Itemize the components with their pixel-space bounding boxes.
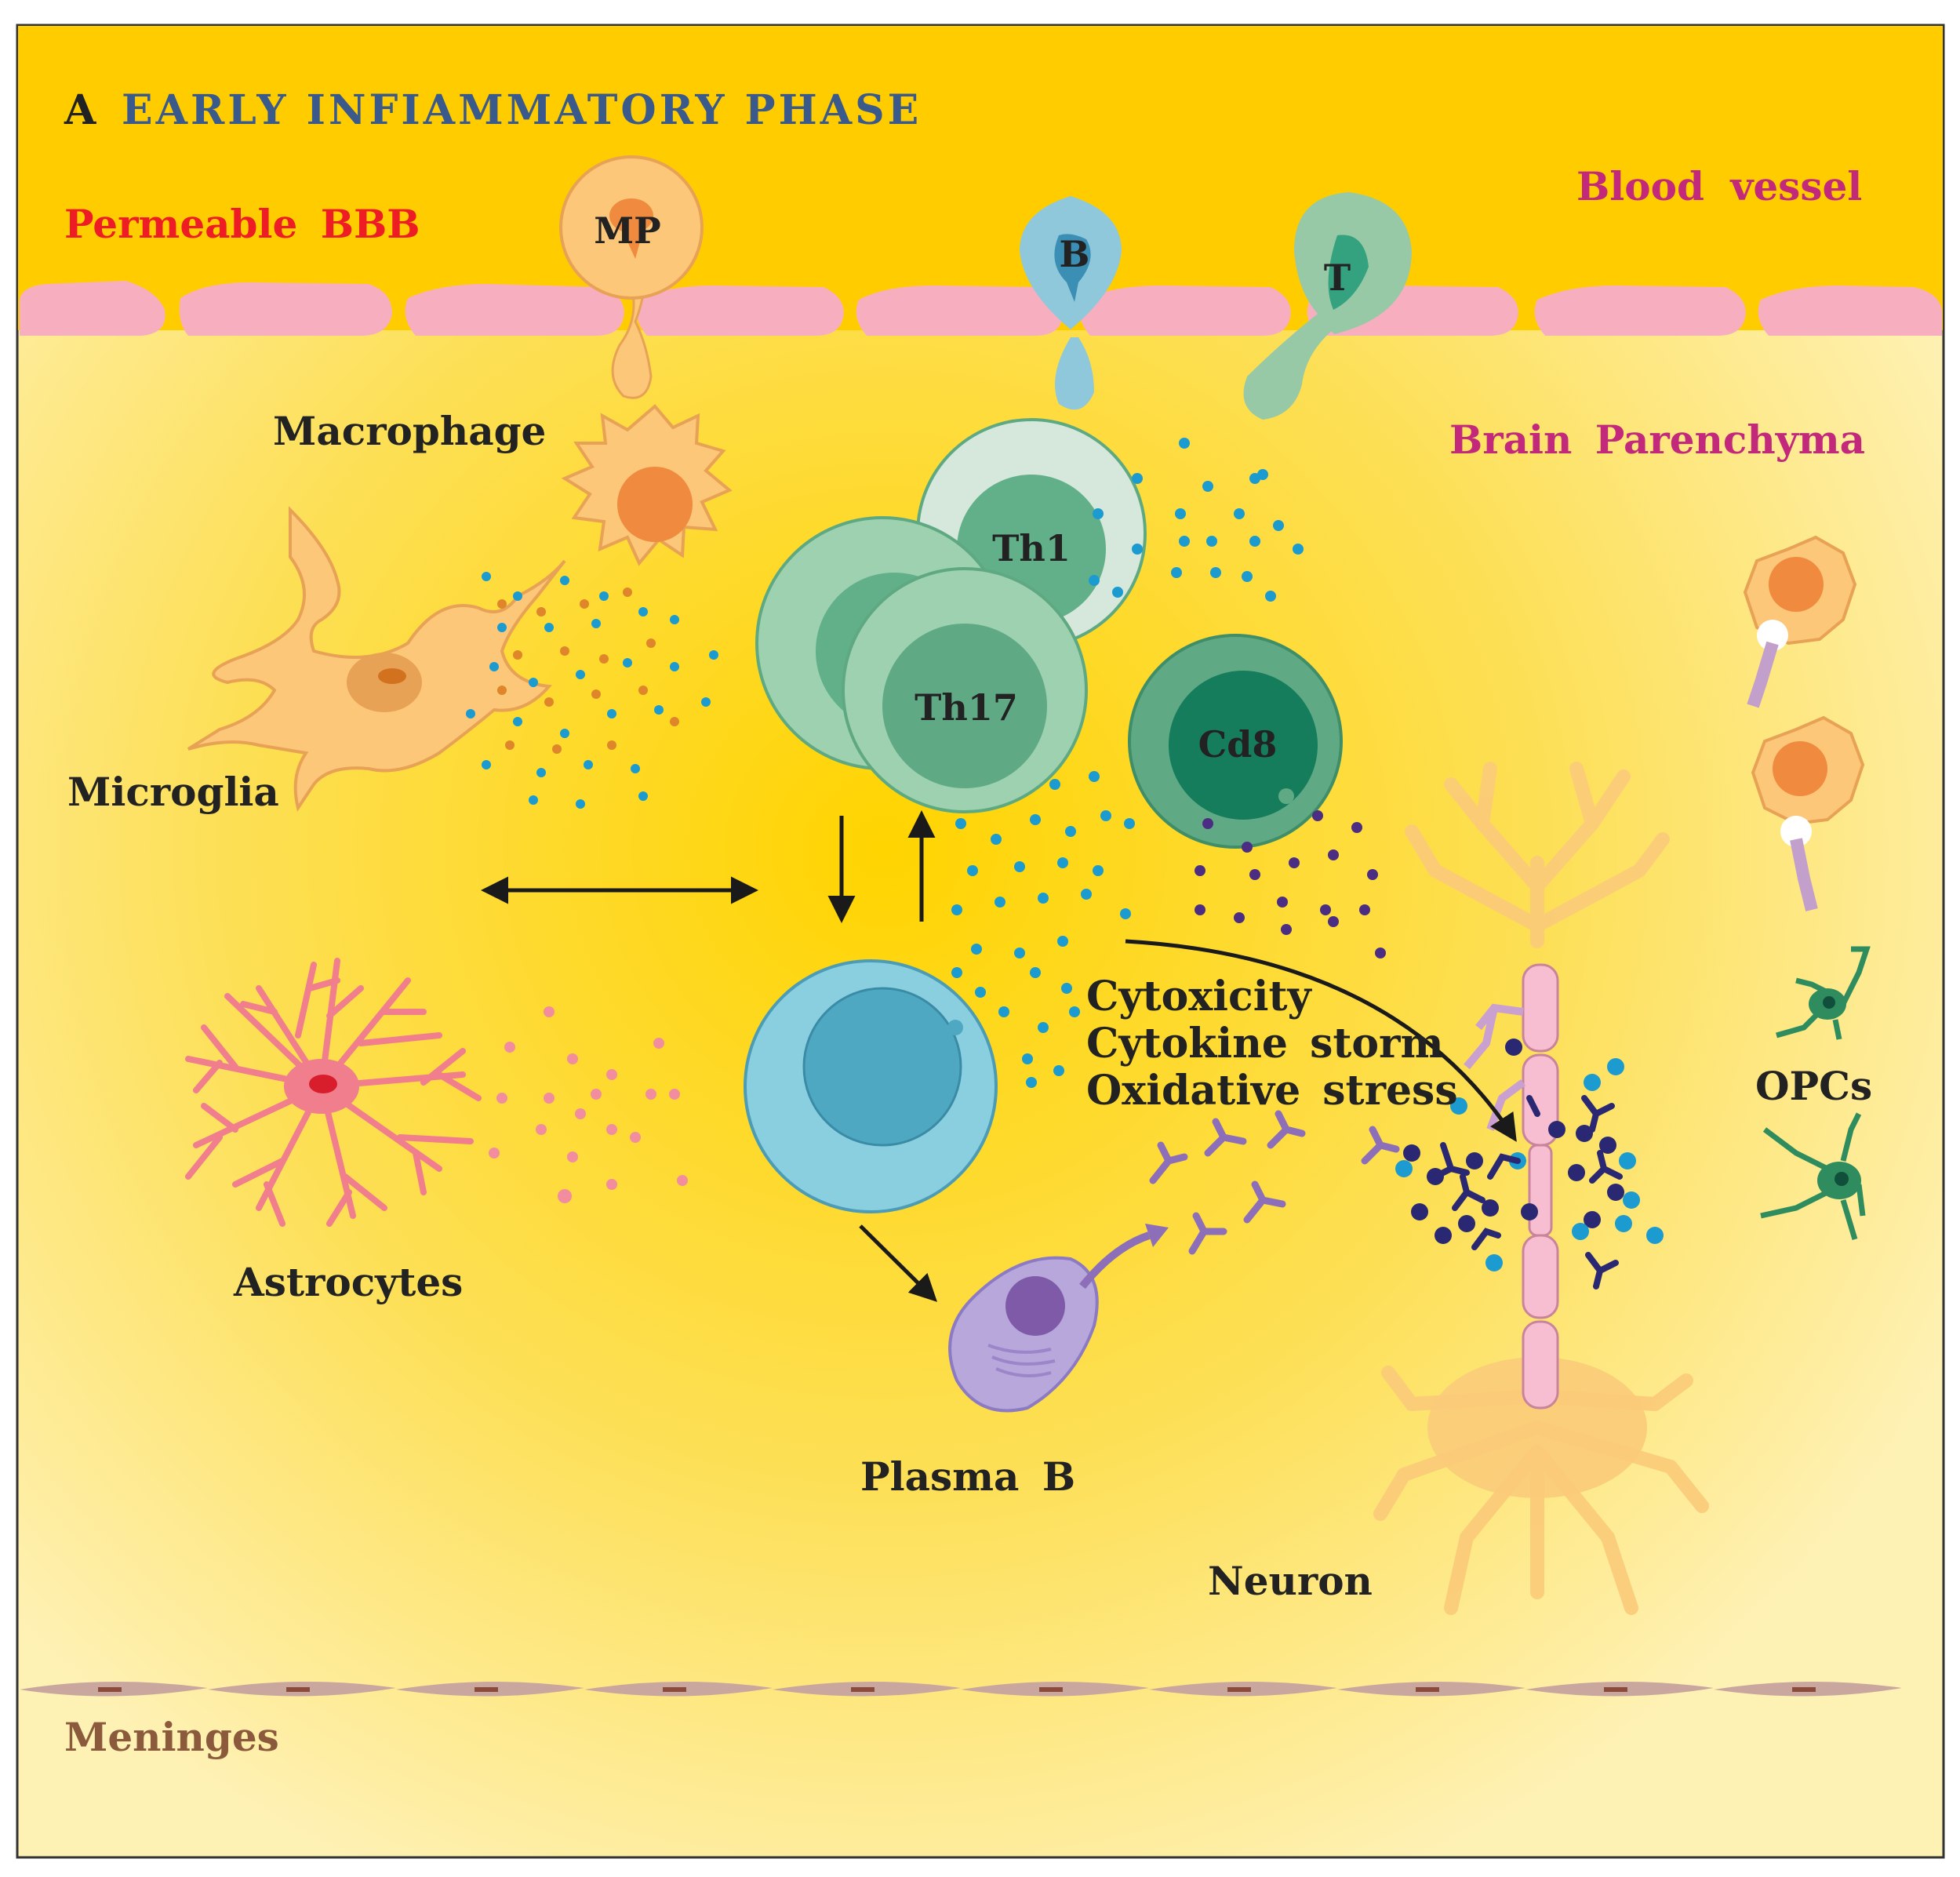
b-cell [744,959,998,1213]
mp-label: MP [594,209,661,252]
effect-cytotoxicity: Cytoxicity [1086,973,1312,1020]
cytokines-astrocyte [489,1006,688,1203]
astrocyte-nucleus [309,1075,337,1093]
permeable-bbb-label: Permeable BBB [64,201,420,247]
b-cell-migrating: B [1020,196,1122,410]
astrocytes-label: Astrocytes [233,1259,463,1305]
plasma-b-label: Plasma B [860,1453,1075,1500]
opcs-label: OPCs [1755,1063,1872,1109]
cd8-cell: Cd8 [1128,634,1343,849]
cd8-label: Cd8 [1198,723,1278,766]
panel-title: EARLY INFIAMMATORY PHASE [122,86,922,134]
panel-letter: A [64,86,96,134]
blood-vessel-label: Blood vessel [1576,163,1862,209]
blood-vessel-region [18,26,1943,330]
cytotoxicity-to-axon-arrow [1125,939,1517,1142]
microglia-cell [187,506,566,812]
cytokines-cd8 [1195,810,1386,959]
interaction-arrows [481,810,1517,1302]
t-cell-migrating: T [1243,192,1412,420]
myelinated-axon [1522,963,1559,1410]
astrocyte-cell [185,958,482,1227]
plasma-b-cell [948,1224,1169,1413]
neuron-label: Neuron [1208,1558,1373,1604]
meninges-layer [20,1681,1902,1697]
b-label: B [1060,233,1090,275]
cytokines-th [1089,438,1304,602]
meninges-label: Meninges [64,1714,279,1760]
effect-oxidative-stress: Oxidative stress [1086,1067,1458,1115]
cytokines-microglia [466,572,718,809]
opc-cells [1743,535,1871,1241]
th1-label: Th1 [992,527,1071,569]
neuron-soma [1427,1357,1647,1498]
microglia-label: Microglia [67,769,279,815]
cytokines-center [951,771,1135,1088]
antibodies [1149,1110,1400,1255]
t-label: T [1324,256,1351,299]
effect-cytokine-storm: Cytokine storm [1086,1020,1443,1068]
brain-parenchyma-label: Brain Parenchyma [1449,417,1865,463]
macrophage-cell [561,404,733,566]
th17-label: Th17 [915,686,1018,729]
b-to-plasma-arrow [859,1224,937,1302]
macrophage-label: Macrophage [273,408,546,454]
antibodies-axon [1395,1039,1664,1290]
th17-cell: Th17 [842,567,1088,813]
mp-cell: MP [559,155,704,399]
endothelium-layer [20,281,1942,336]
